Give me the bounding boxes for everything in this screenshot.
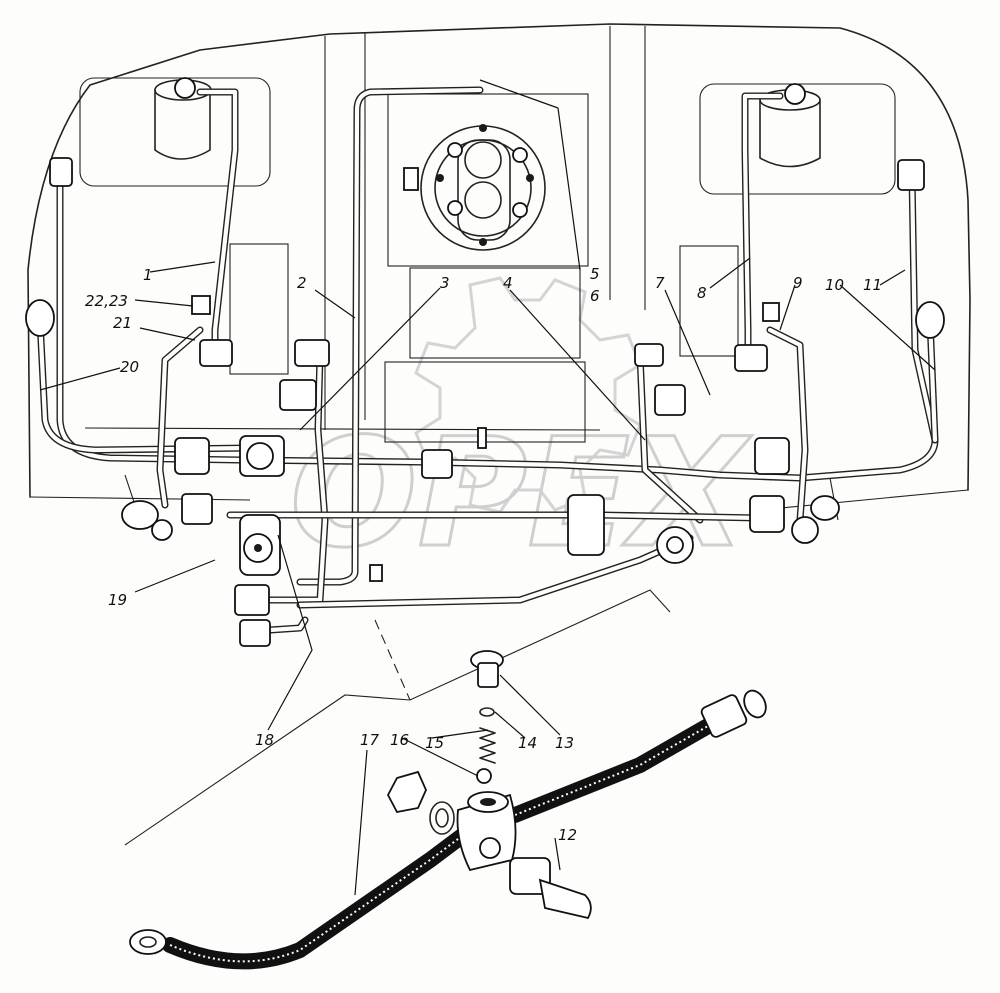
callout-8: 8 [697, 284, 707, 302]
callout-20: 20 [120, 358, 139, 376]
fuel-pipes [36, 86, 939, 634]
filler-neck-left [154, 77, 212, 160]
filler-neck-right [759, 83, 821, 168]
callout-1: 1 [143, 266, 153, 284]
callout-13: 13 [555, 734, 574, 752]
callout-3: 3 [440, 274, 450, 292]
callout-17: 17 [360, 731, 380, 749]
callout-11: 11 [863, 276, 882, 294]
callout-16: 16 [390, 731, 409, 749]
callout-4: 4 [503, 274, 513, 292]
leader-lines [39, 79, 936, 896]
callout-21: 21 [113, 314, 132, 332]
callout-labels: 1 2 3 4 5 6 7 8 9 10 11 12 13 14 15 16 1… [85, 265, 882, 844]
callout-5: 5 [590, 265, 600, 283]
callout-19: 19 [108, 591, 127, 609]
callout-6: 6 [590, 287, 600, 305]
fittings [25, 157, 945, 647]
callout-18: 18 [255, 731, 274, 749]
drain-hose-assembly [124, 589, 767, 970]
callout-22-23: 22,23 [85, 292, 128, 310]
callout-14: 14 [518, 734, 537, 752]
callout-2: 2 [297, 274, 307, 292]
callout-9: 9 [793, 274, 803, 292]
callout-7: 7 [655, 274, 665, 292]
callout-10: 10 [825, 276, 844, 294]
pump-flange [403, 124, 546, 251]
callout-12: 12 [558, 826, 577, 844]
callout-15: 15 [425, 734, 444, 752]
